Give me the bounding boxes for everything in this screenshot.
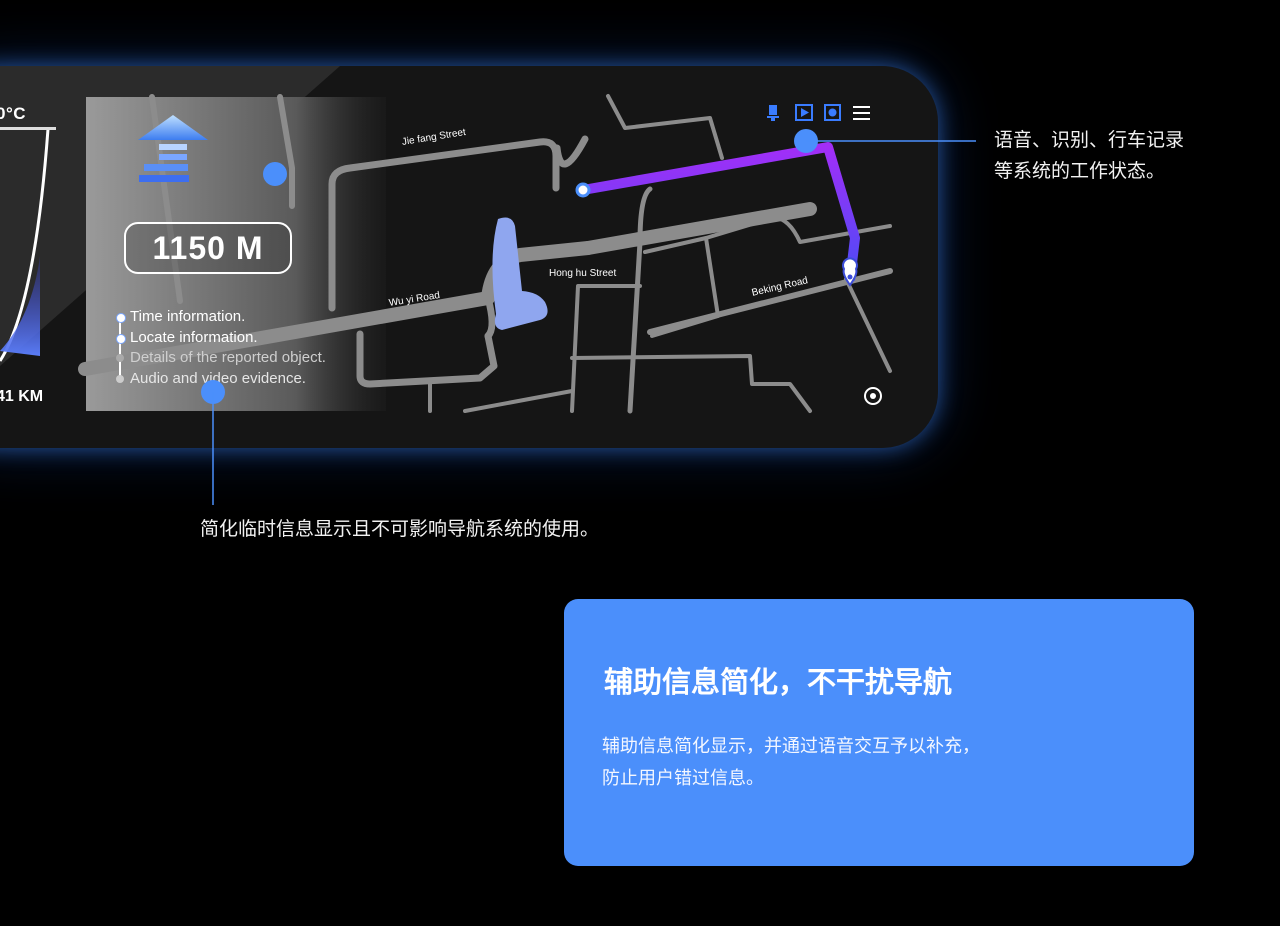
info-item-time: Time information.: [130, 308, 246, 325]
navigation-display: 0°C 41 KM 1150 M Time information. Locat…: [0, 66, 938, 448]
voice-record-icon[interactable]: [767, 105, 779, 121]
turn-arrow-icon: [138, 115, 208, 182]
callout-status-line1: 语音、识别、行车记录: [994, 129, 1185, 151]
destination-pin-dot: [847, 274, 853, 280]
card-body-line: 防止用户错过信息。: [602, 768, 764, 789]
record-icon[interactable]: [824, 104, 841, 121]
info-item-details: Details of the reported object.: [130, 349, 326, 366]
map-canvas: [0, 66, 893, 414]
menu-icon[interactable]: [853, 106, 870, 120]
temperature-readout: 0°C: [0, 104, 27, 123]
callout-bottom: 简化临时信息显示且不可影响导航系统的使用。: [200, 518, 600, 540]
play-icon[interactable]: [795, 104, 813, 121]
card-title: 辅助信息简化，不干扰导航: [604, 665, 953, 699]
info-dot: [116, 313, 126, 323]
status-icons: [767, 104, 870, 121]
info-item-locate: Locate information.: [130, 329, 258, 346]
card-body-line: 辅助信息简化显示，并通过语音交互予以补充，: [602, 736, 980, 757]
callout-status-line2: 等系统的工作状态。: [994, 160, 1166, 182]
start-point: [575, 182, 591, 198]
card-body: 辅助信息简化显示，并通过语音交互予以补充， 防止用户错过信息。: [602, 731, 980, 795]
street-label: Hong hu Street: [549, 268, 617, 279]
lake: [492, 217, 548, 330]
info-dot: [116, 354, 124, 362]
locate-icon[interactable]: [864, 387, 882, 405]
info-dot: [116, 334, 126, 344]
temp-underline: [0, 127, 56, 130]
odometer-readout: 41 KM: [0, 388, 44, 405]
destination-pin: [842, 257, 858, 287]
info-item-audio: Audio and video evidence.: [130, 370, 306, 387]
callout-dot: [263, 162, 287, 186]
distance-readout: 1150 M: [124, 222, 292, 274]
feature-card: 辅助信息简化，不干扰导航 辅助信息简化显示，并通过语音交互予以补充， 防止用户错…: [564, 599, 1194, 866]
info-dot: [116, 375, 124, 383]
locate-icon-dot: [870, 393, 876, 399]
speed-arc-fill: [0, 256, 40, 356]
